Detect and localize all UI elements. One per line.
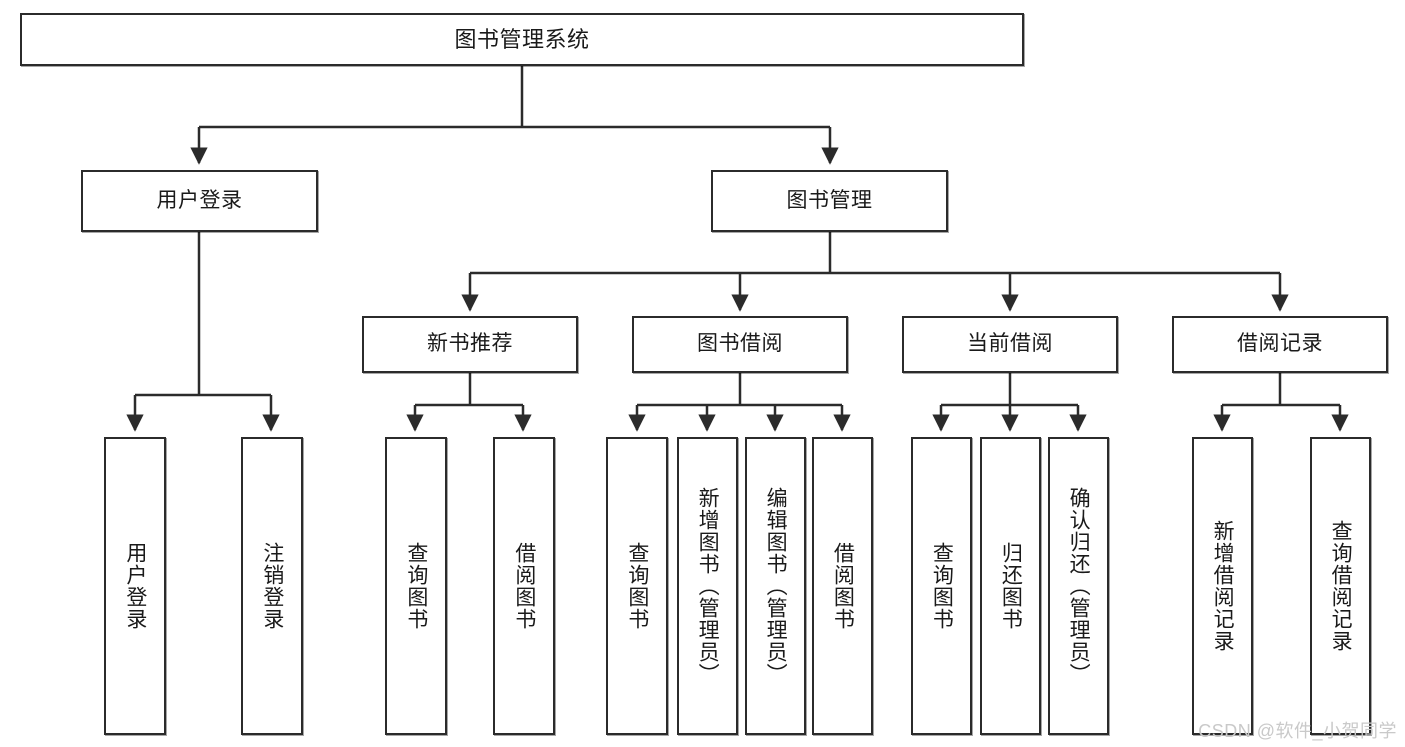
leaf-current-borrow-query-label: 查询图书 [930, 542, 954, 630]
leaf-current-borrow-return-label: 归还图书 [999, 542, 1023, 630]
leaf-borrow-record-add-label: 新增借阅记录 [1211, 520, 1235, 652]
leaf-user-login-signout[interactable]: 注销登录 [241, 437, 303, 735]
leaf-current-borrow-query[interactable]: 查询图书 [911, 437, 972, 735]
leaf-book-borrow-query[interactable]: 查询图书 [606, 437, 668, 735]
node-book-management-label: 图书管理 [786, 188, 873, 212]
leaf-borrow-record-add[interactable]: 新增借阅记录 [1192, 437, 1253, 735]
leaf-user-login-signout-label: 注销登录 [260, 542, 284, 630]
node-book-borrow-label: 图书借阅 [697, 332, 783, 356]
leaf-current-borrow-confirm[interactable]: 确认归还（管理员） [1048, 437, 1109, 735]
leaf-user-login-signin[interactable]: 用户登录 [104, 437, 166, 735]
node-current-borrow-label: 当前借阅 [967, 332, 1053, 356]
node-borrow-record-label: 借阅记录 [1237, 332, 1323, 356]
node-user-login[interactable]: 用户登录 [81, 170, 318, 232]
leaf-book-borrow-borrow-label: 借阅图书 [831, 542, 855, 630]
leaf-book-borrow-add-label: 新增图书（管理员） [696, 487, 720, 685]
node-book-management[interactable]: 图书管理 [711, 170, 948, 232]
node-root-system-label: 图书管理系统 [454, 26, 590, 52]
leaf-book-borrow-add[interactable]: 新增图书（管理员） [677, 437, 738, 735]
leaf-current-borrow-return[interactable]: 归还图书 [980, 437, 1041, 735]
node-current-borrow[interactable]: 当前借阅 [902, 316, 1118, 373]
leaf-new-book-query-label: 查询图书 [404, 542, 428, 630]
node-new-book-recommend-label: 新书推荐 [427, 332, 513, 356]
leaf-current-borrow-confirm-label: 确认归还（管理员） [1067, 487, 1091, 685]
leaf-borrow-record-query-label: 查询借阅记录 [1329, 520, 1353, 652]
node-new-book-recommend[interactable]: 新书推荐 [362, 316, 578, 373]
leaf-book-borrow-query-label: 查询图书 [625, 542, 649, 630]
node-borrow-record[interactable]: 借阅记录 [1172, 316, 1388, 373]
leaf-book-borrow-edit-label: 编辑图书（管理员） [764, 487, 788, 685]
leaf-book-borrow-edit[interactable]: 编辑图书（管理员） [745, 437, 806, 735]
leaf-new-book-borrow-label: 借阅图书 [512, 542, 536, 630]
leaf-user-login-signin-label: 用户登录 [123, 542, 147, 630]
node-book-borrow[interactable]: 图书借阅 [632, 316, 848, 373]
leaf-borrow-record-query[interactable]: 查询借阅记录 [1310, 437, 1371, 735]
leaf-new-book-borrow[interactable]: 借阅图书 [493, 437, 555, 735]
node-user-login-label: 用户登录 [156, 188, 243, 212]
node-root-system[interactable]: 图书管理系统 [20, 13, 1024, 66]
leaf-new-book-query[interactable]: 查询图书 [385, 437, 447, 735]
leaf-book-borrow-borrow[interactable]: 借阅图书 [812, 437, 873, 735]
